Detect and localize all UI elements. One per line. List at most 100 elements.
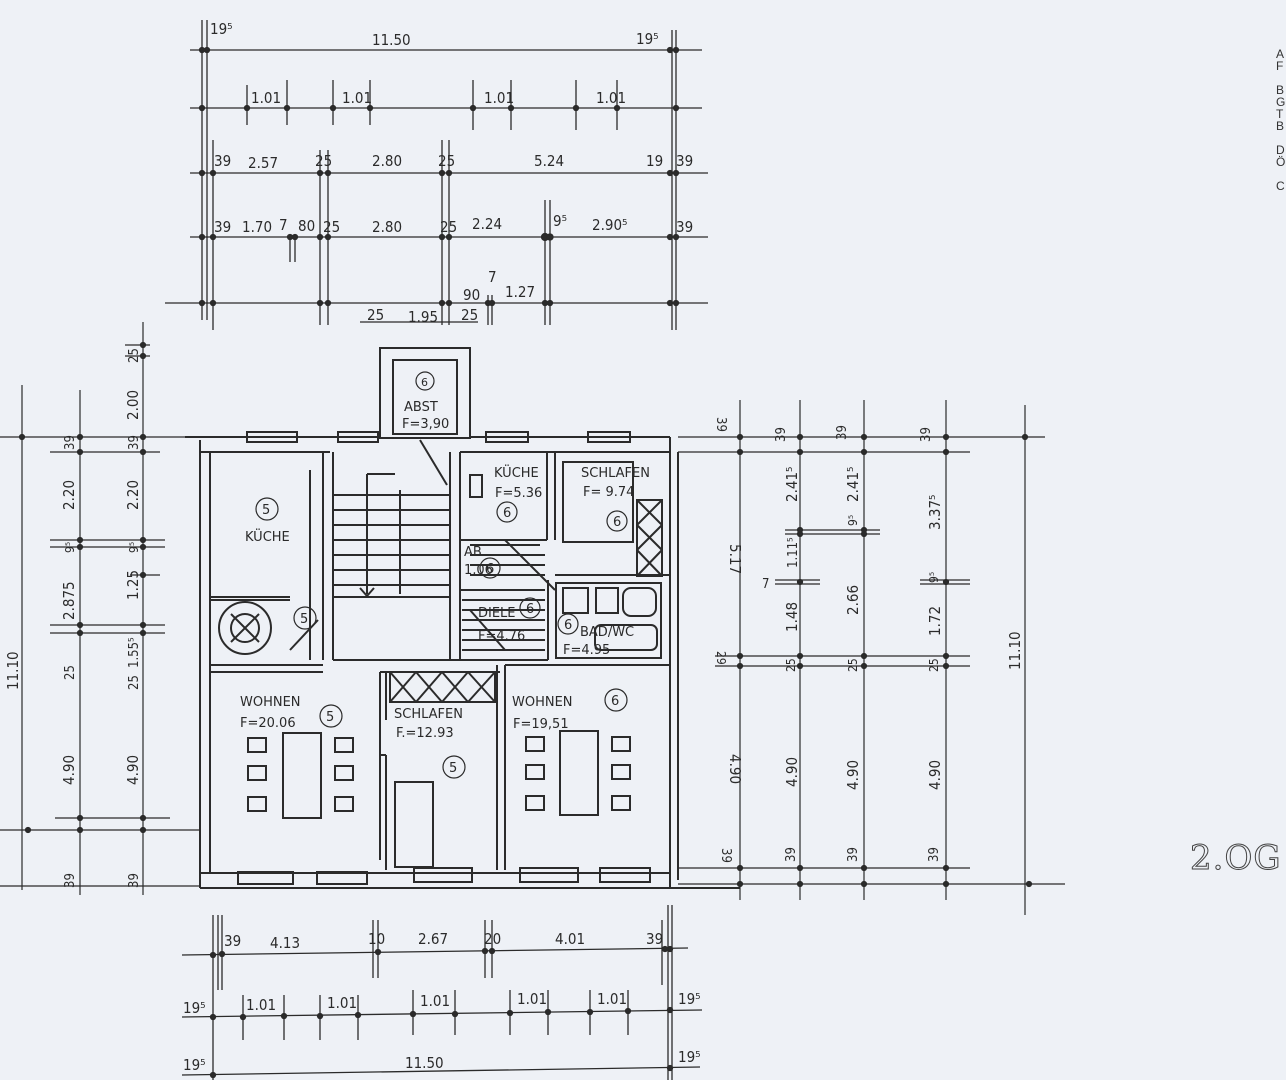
svg-text:39: 39: [774, 427, 789, 442]
svg-text:39: 39: [127, 435, 142, 450]
svg-text:1.01: 1.01: [420, 992, 450, 1010]
margin-letter: G: [1276, 95, 1286, 109]
bottom-dimension-lines: [181, 905, 703, 1080]
margin-letter: A: [1276, 47, 1285, 61]
room-kueche-left: 5 KÜCHE: [245, 497, 290, 545]
svg-text:F=19,51: F=19,51: [513, 717, 569, 732]
svg-text:11.10: 11.10: [4, 651, 22, 690]
room-ab: AB 1,06 6: [464, 545, 501, 579]
svg-text:1.72: 1.72: [926, 606, 944, 636]
svg-text:5: 5: [262, 503, 270, 518]
svg-text:80: 80: [298, 217, 315, 235]
svg-text:2.00: 2.00: [124, 390, 142, 420]
svg-text:39: 39: [718, 848, 733, 863]
svg-text:39: 39: [127, 873, 142, 888]
svg-text:5: 5: [300, 612, 308, 627]
svg-text:25: 25: [315, 152, 332, 170]
svg-text:1.01: 1.01: [484, 89, 514, 107]
room-abst: 6 ABST F=3,90: [402, 371, 449, 432]
svg-text:25: 25: [127, 675, 142, 690]
svg-text:5: 5: [449, 761, 457, 776]
svg-text:25: 25: [323, 218, 340, 236]
svg-text:BAD/WC: BAD/WC: [580, 625, 634, 640]
svg-text:39: 39: [676, 152, 693, 170]
svg-text:F=5.36: F=5.36: [495, 486, 542, 501]
svg-text:39: 39: [927, 847, 942, 862]
svg-text:1.48: 1.48: [783, 602, 801, 632]
svg-text:1.27: 1.27: [505, 283, 535, 301]
svg-text:11.50: 11.50: [405, 1054, 444, 1072]
svg-text:25: 25: [440, 218, 457, 236]
svg-text:DIELE: DIELE: [478, 606, 516, 621]
svg-text:WOHNEN: WOHNEN: [240, 695, 301, 710]
svg-text:4.90: 4.90: [60, 755, 78, 785]
margin-letter: T: [1276, 107, 1284, 121]
left-dimension-labels: 11.10 39 2.20 9⁵ 2.875 25 4.90 39 25 2.0…: [4, 348, 142, 888]
svg-text:6: 6: [564, 618, 572, 633]
room-schlafen-right: SCHLAFEN F= 9.74 6: [581, 466, 650, 532]
svg-text:19⁵: 19⁵: [678, 990, 701, 1008]
svg-text:25: 25: [438, 152, 455, 170]
top-dimension-labels: 19⁵ 11.50 19⁵ 1.01 1.01 1.01 1.01 39 2.5…: [210, 20, 693, 326]
floor-title: 2.OG: [1189, 838, 1282, 879]
room-flur-left: 5: [293, 606, 317, 630]
svg-text:2.41⁵: 2.41⁵: [783, 467, 801, 502]
svg-text:KÜCHE: KÜCHE: [494, 464, 539, 481]
svg-text:1.01: 1.01: [342, 89, 372, 107]
svg-text:39: 39: [919, 427, 934, 442]
svg-text:25: 25: [784, 658, 798, 672]
svg-text:F= 9.74: F= 9.74: [583, 485, 634, 500]
svg-text:20: 20: [484, 930, 501, 948]
svg-text:19⁵: 19⁵: [183, 999, 206, 1017]
svg-text:WOHNEN: WOHNEN: [512, 695, 573, 710]
svg-text:39: 39: [63, 435, 78, 450]
svg-text:7: 7: [279, 216, 288, 234]
svg-text:1.11⁵: 1.11⁵: [786, 537, 801, 568]
svg-text:39: 39: [713, 417, 728, 432]
svg-text:25: 25: [127, 348, 142, 363]
left-dimension-lines: [0, 322, 200, 895]
svg-text:SCHLAFEN: SCHLAFEN: [394, 707, 463, 722]
svg-text:2.20: 2.20: [60, 480, 78, 510]
svg-text:29: 29: [714, 651, 728, 665]
svg-text:AB: AB: [464, 545, 482, 560]
svg-text:9⁵: 9⁵: [927, 572, 941, 583]
room-diele: DIELE F=4.76 6: [478, 597, 541, 644]
svg-text:1.01: 1.01: [327, 994, 357, 1012]
svg-text:1.01: 1.01: [597, 990, 627, 1008]
svg-text:19⁵: 19⁵: [678, 1048, 701, 1066]
svg-text:1.01: 1.01: [517, 990, 547, 1008]
svg-text:2.90⁵: 2.90⁵: [592, 216, 627, 234]
svg-text:9⁵: 9⁵: [553, 212, 567, 230]
svg-text:4.13: 4.13: [270, 934, 300, 952]
bottom-dimension-labels: 39 4.13 10 2.67 20 4.01 39 19⁵ 1.01 1.01…: [183, 930, 701, 1074]
margin-legend-letters: A F B G T B D Ö C: [1276, 48, 1285, 192]
margin-letter: B: [1276, 83, 1285, 97]
svg-text:19⁵: 19⁵: [636, 30, 659, 48]
margin-letter: F: [1276, 59, 1284, 73]
svg-text:11.50: 11.50: [372, 31, 411, 49]
svg-text:39: 39: [224, 932, 241, 950]
svg-text:2.67: 2.67: [418, 930, 448, 948]
right-dimension-labels: 39 5.17 29 4.90 39 39 2.41⁵ 1.11⁵ 7 1.48…: [713, 417, 1024, 863]
svg-text:1,06: 1,06: [464, 563, 493, 578]
svg-text:4.90: 4.90: [844, 760, 862, 790]
svg-text:2.24: 2.24: [472, 215, 502, 233]
svg-text:25: 25: [846, 658, 860, 672]
svg-text:39: 39: [214, 218, 231, 236]
svg-text:F=20.06: F=20.06: [240, 716, 296, 731]
svg-text:6: 6: [503, 506, 511, 521]
svg-text:1.55⁵: 1.55⁵: [127, 637, 142, 668]
svg-text:9⁵: 9⁵: [127, 542, 141, 553]
svg-text:39: 39: [214, 152, 231, 170]
svg-text:6: 6: [611, 694, 619, 709]
svg-text:39: 39: [846, 847, 861, 862]
svg-text:39: 39: [63, 873, 78, 888]
svg-text:SCHLAFEN: SCHLAFEN: [581, 466, 650, 481]
room-schlafen-mid: SCHLAFEN F.=12.93 5: [394, 707, 466, 779]
svg-text:6: 6: [613, 515, 621, 530]
svg-text:19: 19: [646, 152, 663, 170]
margin-letter: C: [1276, 179, 1285, 193]
room-labels: 6 ABST F=3,90 5 KÜCHE 5 KÜCHE F=5.36 6 S…: [240, 371, 650, 779]
